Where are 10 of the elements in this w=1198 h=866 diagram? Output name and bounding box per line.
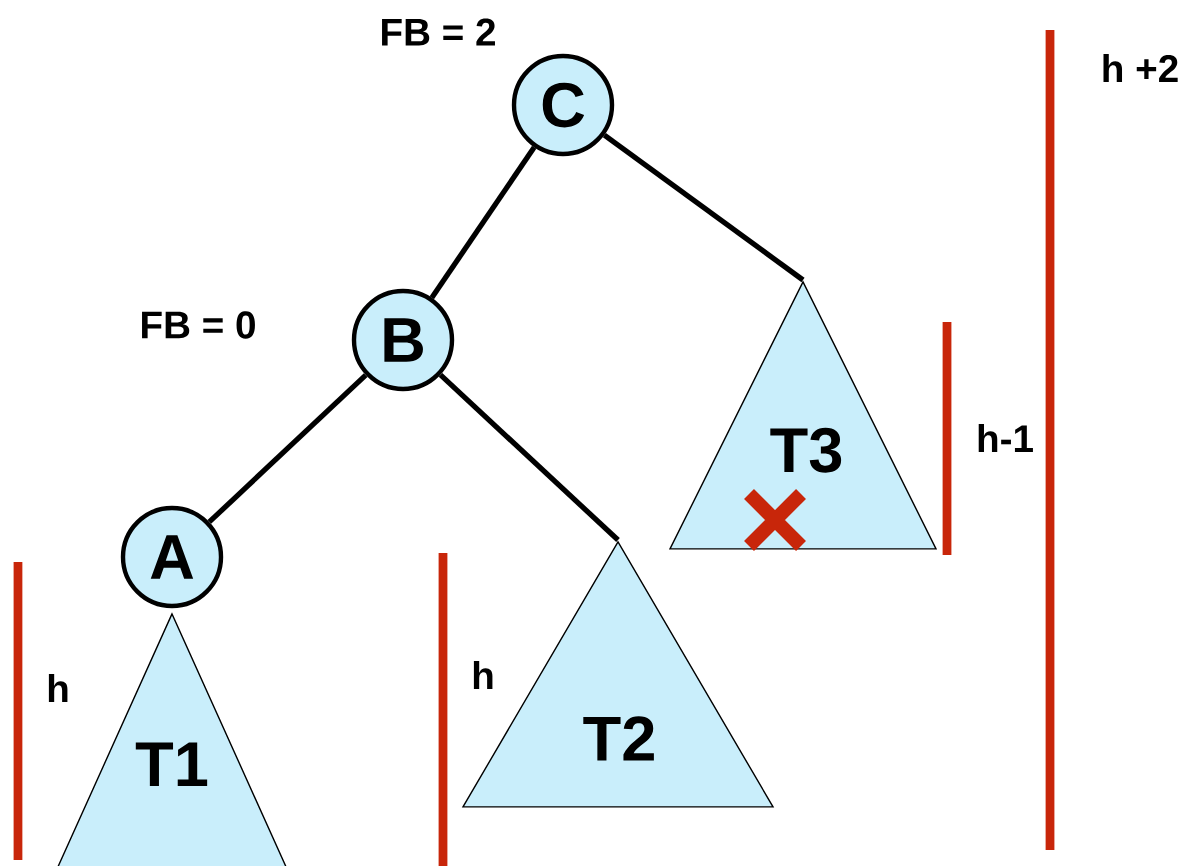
tree-edge (438, 372, 620, 542)
tree-edge (207, 373, 368, 524)
tree-edge (602, 133, 805, 283)
balance-factor-label: FB = 2 (382, 18, 495, 46)
height-label: h-1 (978, 424, 1033, 452)
height-label: h +2 (1103, 54, 1178, 82)
height-label: h (473, 661, 493, 689)
balance-factor-label: FB = 0 (142, 311, 255, 339)
height-label: h (48, 674, 68, 702)
tree-edge (429, 145, 537, 300)
